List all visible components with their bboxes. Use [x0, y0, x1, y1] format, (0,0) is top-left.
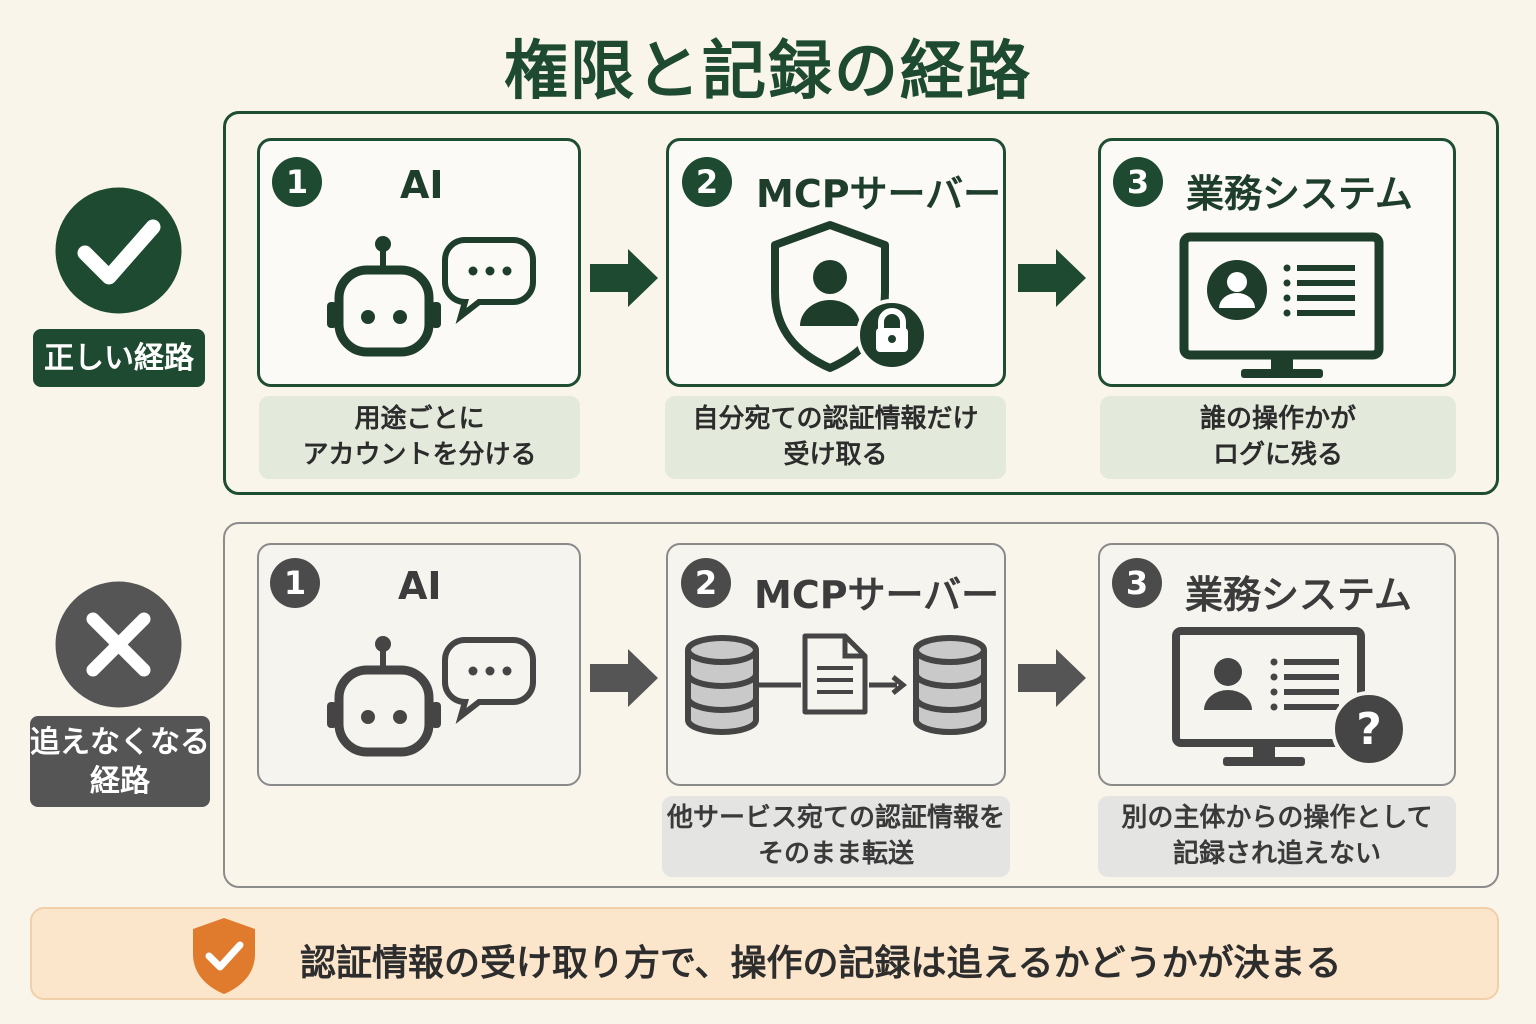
step-number: 2 [682, 157, 732, 207]
step-note: 用途ごとに アカウントを分ける [259, 396, 580, 479]
step-number: 3 [1113, 157, 1163, 207]
step-note: 誰の操作かが ログに残る [1100, 396, 1456, 479]
footer-banner: 認証情報の受け取り方で、操作の記録は追えるかどうかが決まる [30, 907, 1499, 1000]
shield-user-lock-icon [770, 220, 930, 375]
step-title: AI [398, 564, 442, 608]
step-number: 1 [272, 157, 322, 207]
right-arrow-icon [1016, 647, 1088, 709]
step-note: 他サービス宛ての認証情報を そのまま転送 [662, 796, 1010, 877]
bad-path-panel [223, 522, 1499, 888]
x-circle-icon [55, 581, 182, 708]
shield-check-icon [189, 916, 259, 1000]
right-arrow-icon [588, 247, 660, 309]
step-title: MCPサーバー [754, 573, 1000, 617]
monitor-question-icon: ? [1171, 626, 1407, 774]
robot-chat-icon [323, 232, 538, 357]
right-arrow-icon [588, 647, 660, 709]
step-note: 別の主体からの操作として 記録され追えない [1098, 796, 1456, 877]
good-path-label: 正しい経路 [33, 329, 205, 387]
good-path-panel [223, 111, 1499, 495]
database-document-forward-icon [683, 628, 989, 738]
robot-chat-icon [323, 632, 538, 757]
check-circle-icon [55, 187, 182, 314]
step-title: 業務システム [1186, 172, 1413, 216]
step-title: MCPサーバー [756, 172, 1002, 216]
step-note: 自分宛ての認証情報だけ 受け取る [665, 396, 1006, 479]
step-number: 1 [270, 558, 320, 608]
step-number: 2 [681, 558, 731, 608]
svg-text:?: ? [1356, 704, 1382, 755]
page-title: 権限と記録の経路 [504, 35, 1032, 109]
footer-message: 認証情報の受け取り方で、操作の記録は追えるかどうかが決まる [300, 943, 1342, 984]
monitor-profile-icon [1179, 232, 1384, 380]
step-title: 業務システム [1185, 573, 1412, 617]
step-title: AI [400, 163, 444, 207]
right-arrow-icon [1016, 247, 1088, 309]
bad-path-label: 追えなくなる 経路 [30, 716, 210, 807]
step-number: 3 [1112, 558, 1162, 608]
